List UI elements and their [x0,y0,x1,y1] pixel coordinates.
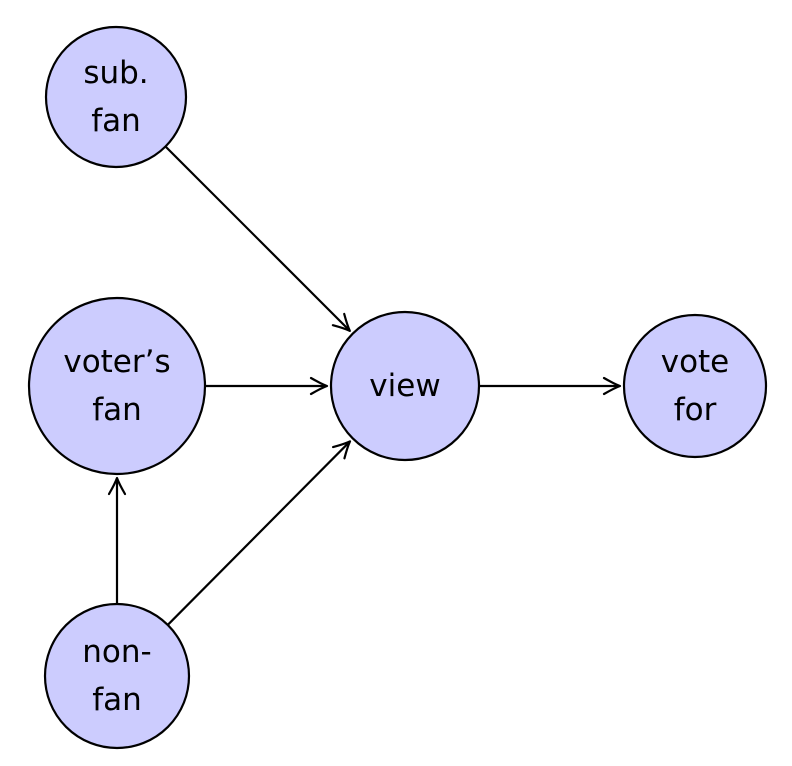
node-vote-for: vote for [622,313,768,459]
arrowhead-icon [331,440,352,460]
arrowhead-icon [107,476,127,496]
node-non-fan: non-fan [43,602,191,750]
edge-sub-fan-to-view [164,145,351,332]
edge-view-to-vote-for [479,376,622,396]
node-label: voter’s [63,344,170,380]
edges-layer [107,145,622,626]
node-label: for [674,392,717,428]
edge-line [166,441,351,626]
arrowhead-icon [602,376,622,396]
node-label: vote [661,344,730,380]
node-circle [622,313,768,459]
node-view: view [329,310,481,462]
arrowhead-icon [331,312,351,332]
node-circle [27,296,207,476]
node-label: sub. [83,55,148,91]
node-circle [43,602,191,750]
node-label: fan [92,682,142,718]
node-sub-fan: sub. fan [44,25,188,169]
node-label: non- [82,634,151,670]
node-label: fan [91,103,141,139]
node-label: fan [92,392,142,428]
nodes-layer: sub. fan voter’s fan view vote for non-fan [27,25,768,750]
node-voters-fan: voter’s fan [27,296,207,476]
edge-non-fan-to-view [166,440,352,626]
edge-line [164,145,350,331]
edge-voters-fan-to-view [205,376,329,396]
node-circle [44,25,188,169]
node-label: view [369,368,440,404]
edge-non-fan-to-voters-fan [107,476,127,604]
arrowhead-icon [309,376,329,396]
node-circle [329,310,481,462]
